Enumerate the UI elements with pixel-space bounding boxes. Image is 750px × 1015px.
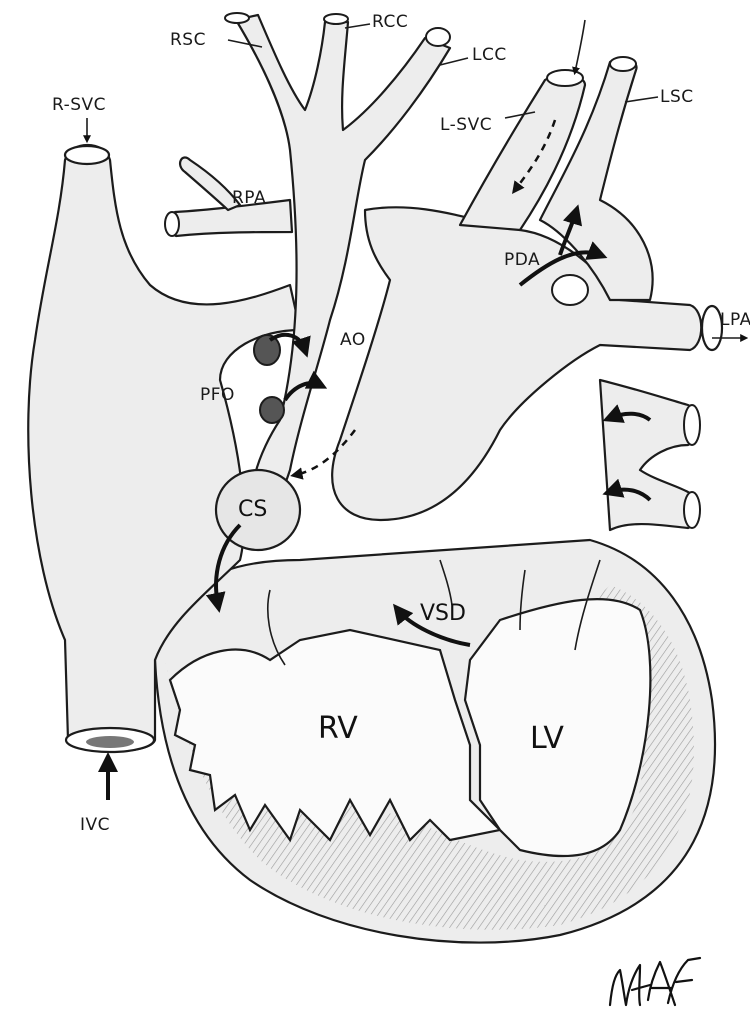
label-ivc: IVC <box>80 815 110 835</box>
r-svc-opening <box>65 146 109 164</box>
pfo-hole-lower <box>260 397 284 423</box>
pulmonary-veins <box>600 380 697 530</box>
lpa-opening <box>702 306 722 350</box>
label-cs: CS <box>238 497 267 522</box>
label-lv: LV <box>530 721 564 756</box>
label-lsc: LSC <box>660 87 694 107</box>
label-vsd: VSD <box>420 601 466 626</box>
flow-arrow-lsvc-in <box>575 20 585 72</box>
label-lcc: LCC <box>472 45 507 65</box>
label-pda: PDA <box>504 250 540 270</box>
label-rv: RV <box>318 711 358 746</box>
label-r-svc: R-SVC <box>52 95 106 115</box>
label-rcc: RCC <box>372 12 408 32</box>
label-rpa: RPA <box>232 188 266 208</box>
label-l-svc: L-SVC <box>440 115 492 135</box>
label-ao: AO <box>340 330 366 350</box>
signature-maf <box>610 958 700 1005</box>
label-lpa: LPA <box>720 310 750 330</box>
label-rsc: RSC <box>170 30 206 50</box>
pfo-hole-upper <box>254 335 280 365</box>
label-pfo: PFO <box>200 385 235 405</box>
